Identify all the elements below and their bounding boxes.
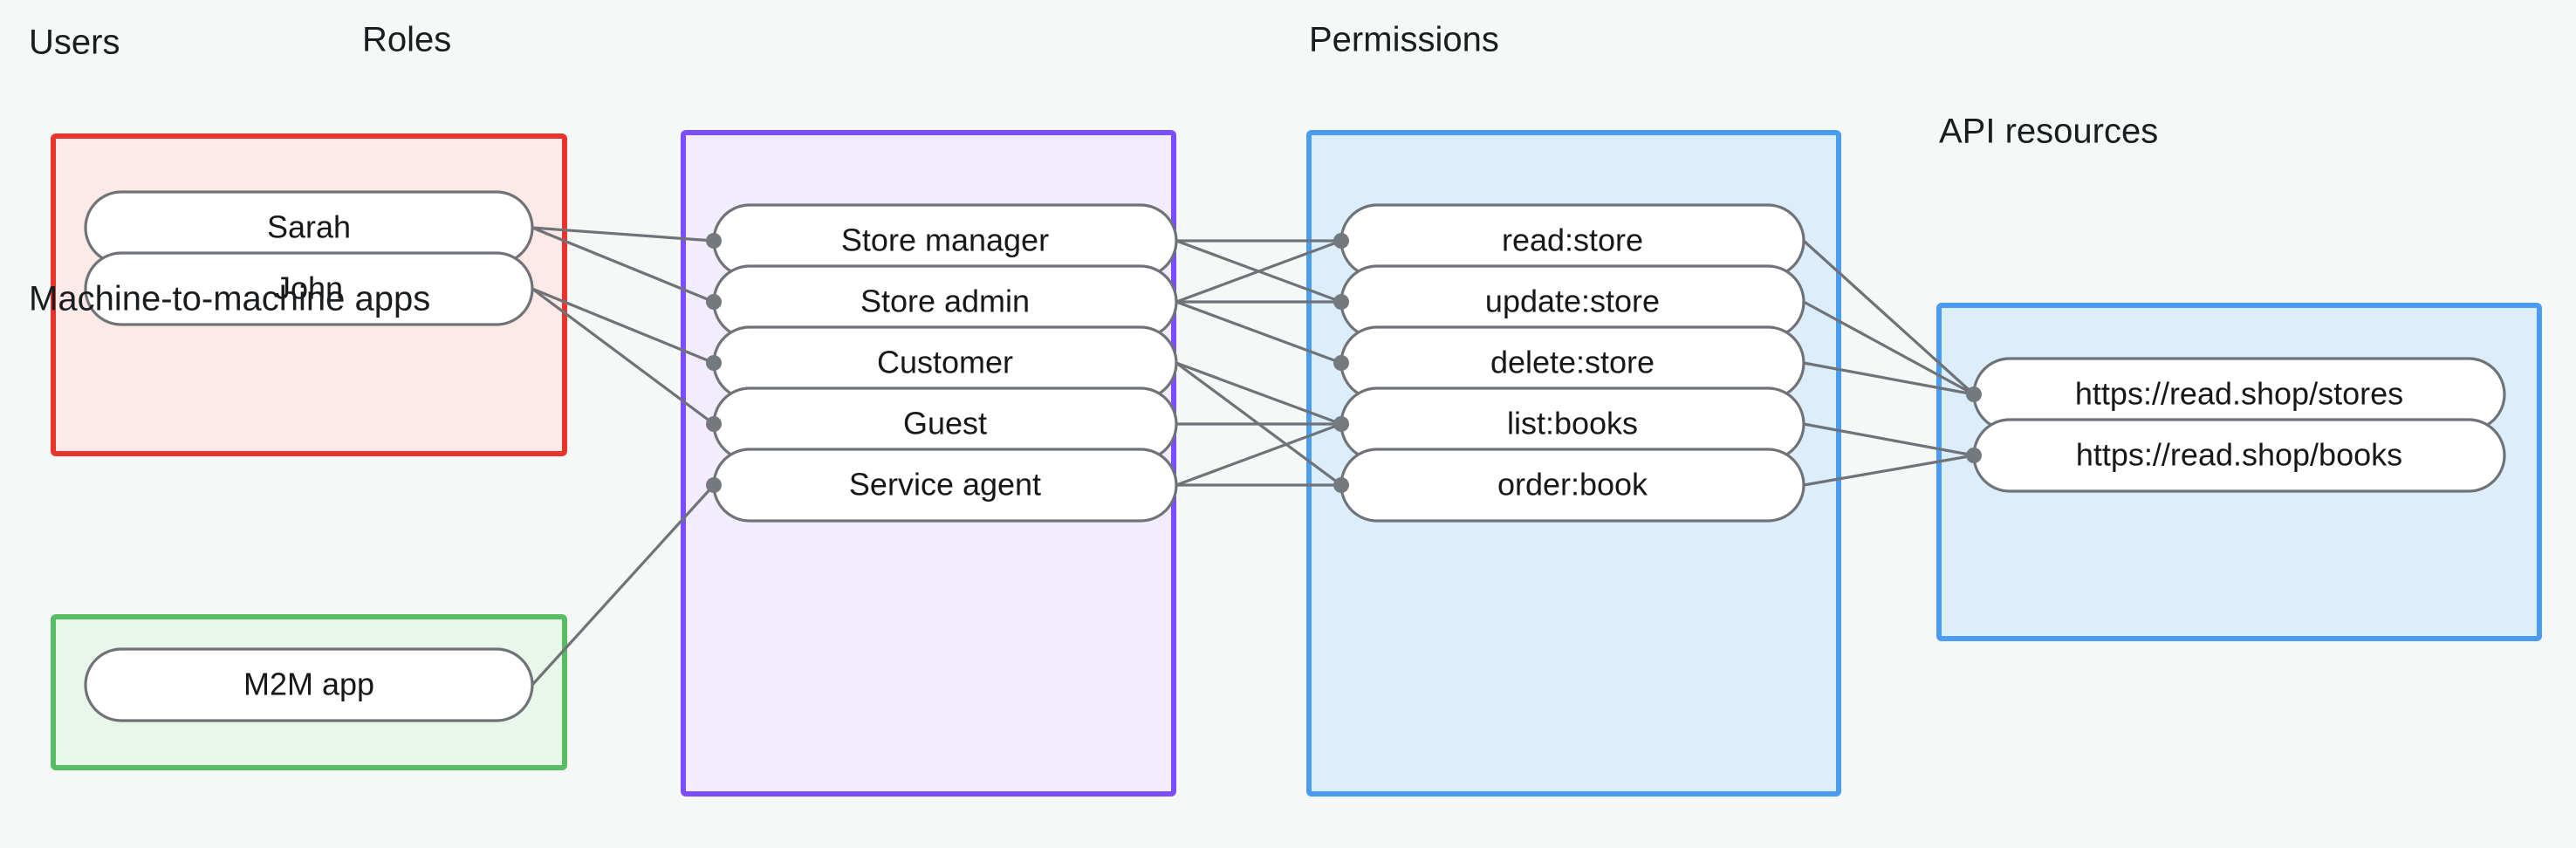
node-label-delete-store: delete:store (1490, 345, 1655, 380)
node-res-stores[interactable]: https://read.shop/stores (1972, 357, 2506, 432)
edge-john-to-customer (531, 287, 715, 365)
group-label-roles: Roles (362, 21, 451, 59)
edge-endpoint-order-book (1333, 477, 1349, 493)
edge-sarah-to-store-admin (531, 226, 715, 304)
edge-layer (531, 226, 1976, 687)
edge-endpoint-res-stores (1966, 386, 1982, 402)
node-label-customer: Customer (877, 345, 1013, 380)
edge-endpoint-res-books (1966, 448, 1982, 463)
node-john[interactable]: John (84, 251, 534, 326)
node-label-list-books: list:books (1507, 406, 1638, 441)
group-label-permissions: Permissions (1309, 21, 1499, 59)
edge-store-admin-to-delete-store (1175, 300, 1342, 365)
edge-endpoint-list-books (1333, 416, 1349, 432)
edge-customer-to-list-books (1175, 361, 1342, 426)
node-order-book[interactable]: order:book (1339, 448, 1805, 523)
edge-endpoint-customer (706, 355, 722, 371)
node-res-books[interactable]: https://read.shop/books (1972, 418, 2506, 493)
edge-sarah-to-store-manager (531, 226, 715, 243)
node-service-agent[interactable]: Service agent (712, 448, 1178, 523)
node-label-john: John (275, 270, 343, 306)
edge-endpoint-store-admin (706, 294, 722, 310)
node-delete-store[interactable]: delete:store (1339, 325, 1805, 400)
group-label-m2m: Machine-to-machine apps (29, 280, 430, 318)
node-label-guest: Guest (903, 406, 987, 441)
node-label-res-books: https://read.shop/books (2076, 437, 2402, 473)
edge-list-books-to-res-books (1803, 422, 1975, 457)
edge-read-store-to-res-stores (1802, 239, 1976, 396)
edge-update-store-to-res-stores (1803, 300, 1975, 396)
group-label-api: API resources (1939, 113, 2158, 151)
node-label-read-store: read:store (1502, 222, 1643, 258)
edge-service-agent-to-list-books (1175, 422, 1342, 487)
node-label-store-admin: Store admin (860, 284, 1030, 319)
node-label-update-store: update:store (1485, 284, 1660, 319)
node-store-manager[interactable]: Store manager (712, 203, 1178, 278)
node-label-sarah: Sarah (267, 209, 351, 245)
node-label-order-book: order:book (1497, 467, 1648, 503)
node-label-service-agent: Service agent (849, 467, 1041, 503)
edge-m2mapp-to-service-agent (531, 483, 716, 687)
edge-endpoint-update-store (1333, 294, 1349, 310)
node-label-store-manager: Store manager (841, 222, 1049, 258)
edge-endpoint-store-manager (706, 233, 722, 249)
edge-john-to-guest (531, 287, 715, 426)
node-customer[interactable]: Customer (712, 325, 1178, 400)
edge-endpoint-read-store (1333, 233, 1349, 249)
node-label-res-stores: https://read.shop/stores (2075, 376, 2403, 412)
node-m2mapp[interactable]: M2M app (84, 647, 534, 722)
node-shape-john (84, 251, 534, 326)
edge-delete-store-to-res-stores (1803, 361, 1975, 396)
node-shape-m2mapp (84, 647, 534, 722)
edge-endpoint-guest (706, 416, 722, 432)
group-label-users: Users (29, 24, 120, 62)
edge-order-book-to-res-books (1803, 454, 1975, 487)
node-read-store[interactable]: read:store (1339, 203, 1805, 278)
edge-endpoint-service-agent (706, 477, 722, 493)
edge-endpoint-delete-store (1333, 355, 1349, 371)
endpoint-layer (706, 233, 1982, 493)
node-label-m2mapp: M2M app (243, 667, 374, 702)
node-store-admin[interactable]: Store admin (712, 264, 1178, 339)
edge-store-admin-to-read-store (1175, 239, 1342, 304)
